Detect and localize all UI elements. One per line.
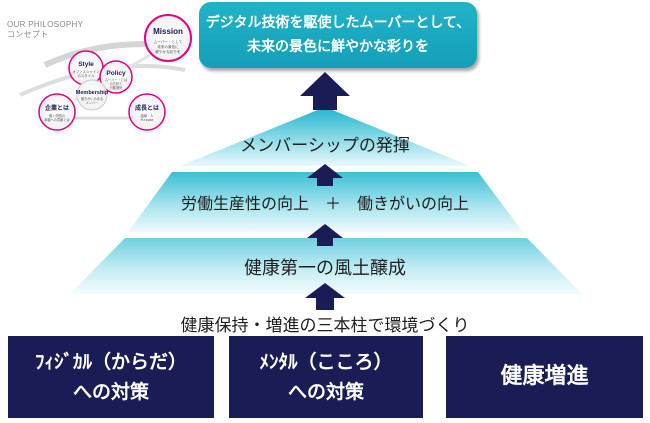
pillar-health-promotion-line-1: 健康増進 <box>500 364 589 389</box>
philosophy-diagram: Mission ムーバー・として 未来の景色に 鮮やかな彩りを Style オフ… <box>19 14 192 131</box>
pyramid-tier-3 <box>70 238 582 294</box>
node-membership: Membership 働きがいのある メンバー <box>76 79 109 111</box>
pillar-physical-line-1: ﾌｨｼﾞｶﾙ（からだ） <box>34 351 187 373</box>
mission-banner: デジタル技術を駆使したムーバーとして、 未来の景色に鮮やかな彩りを <box>199 2 477 68</box>
node-mission-sub: 未来の景色に <box>157 44 179 49</box>
node-style-sub: のスタイル <box>78 73 96 78</box>
node-mission: Mission ムーバー・として 未来の景色に 鮮やかな彩りを <box>144 14 192 62</box>
node-kigyo-sub: 幸福への貢献とは <box>44 117 70 122</box>
node-seicho: 成長とは 組織・人 Purpose <box>128 93 166 131</box>
pillar-health-promotion: 健康増進 <box>446 336 643 418</box>
node-seicho-sub: 組織・人 <box>141 113 155 118</box>
node-mission-sub: 鮮やかな彩りを <box>155 49 181 54</box>
tier-3-label: 健康第一の風土醸成 <box>244 258 406 279</box>
pillar-physical-line-2: への対策 <box>72 381 149 403</box>
node-style-label: Style <box>78 61 94 68</box>
node-policy-sub: ムーバー・とは <box>105 77 128 82</box>
pillar-mental: ﾒﾝﾀﾙ（こころ） への対策 <box>229 336 423 418</box>
philosophy-heading-ja: コンセプト <box>7 30 49 39</box>
node-kigyo-sub: 働く仲間の <box>49 113 65 118</box>
node-policy-sub: の方針と <box>110 81 123 86</box>
node-mission-label: Mission <box>153 27 183 36</box>
node-seicho-sub: Purpose <box>141 118 154 122</box>
pillar-mental-line-1: ﾒﾝﾀﾙ（こころ） <box>259 351 393 373</box>
node-membership-sub: 働きがいのある <box>81 96 103 101</box>
pyramid-tier-1 <box>180 107 470 166</box>
tier-2-label: 労働生産性の向上 ＋ 働きがいの向上 <box>180 194 469 213</box>
tier-1-label: メンバーシップの発揮 <box>240 136 410 156</box>
node-policy: Policy ムーバー・とは の方針と 行動指針 <box>99 60 133 94</box>
pyramid-tier-2 <box>128 172 523 232</box>
node-kigyo: 企業とは 働く仲間の 幸福への貢献とは <box>38 93 76 131</box>
node-style-sub: オフィスシャイン <box>72 69 100 74</box>
node-mission-sub: ムーバー・として <box>154 39 183 44</box>
node-membership-sub: メンバー <box>86 101 99 105</box>
philosophy-heading-en: OUR PHILOSOPHY <box>7 20 84 29</box>
arrow-up-icon <box>307 164 343 186</box>
mission-line-2: 未来の景色に鮮やかな彩りを <box>247 39 429 55</box>
node-policy-sub: 行動指針 <box>110 85 124 90</box>
mission-line-1: デジタル技術を駆使したムーバーとして、 <box>205 15 471 31</box>
pillar-physical: ﾌｨｼﾞｶﾙ（からだ） への対策 <box>8 336 214 418</box>
philosophy-heading: OUR PHILOSOPHY コンセプト <box>7 20 127 40</box>
node-membership-label: Membership <box>76 90 109 96</box>
arrow-up-icon <box>300 72 350 110</box>
environment-caption: 健康保持・増進の三本柱で環境づくり <box>180 316 470 336</box>
arrow-up-icon <box>305 283 345 310</box>
node-policy-label: Policy <box>106 70 126 77</box>
pillar-mental-line-2: への対策 <box>287 381 364 403</box>
arrow-up-icon <box>307 224 343 246</box>
node-kigyo-label: 企業とは <box>44 104 69 112</box>
node-seicho-label: 成長とは <box>135 104 159 112</box>
